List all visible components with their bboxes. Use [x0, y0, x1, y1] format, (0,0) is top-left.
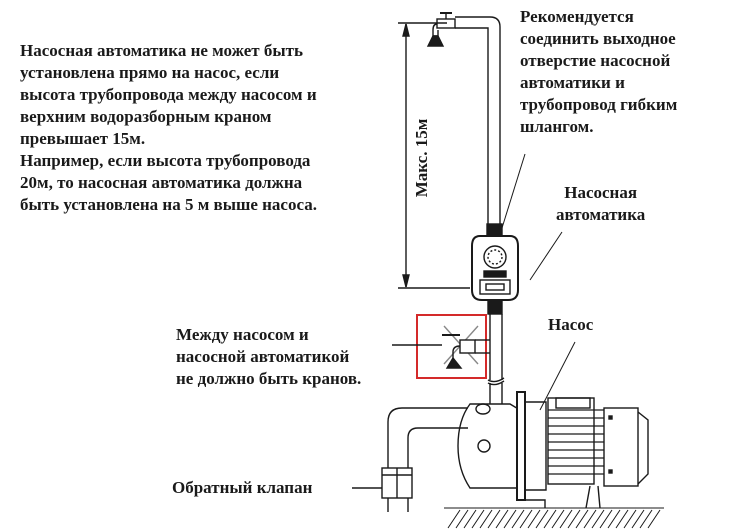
recommendation-line: соединить выходное [520, 29, 676, 48]
pump-riser [487, 314, 505, 404]
main-note: Насосная автоматика не может быть устано… [20, 40, 317, 216]
crossed-faucet-icon [392, 314, 490, 379]
no-taps-line: насосной автоматикой [176, 347, 350, 366]
main-note-line: быть установлена на 5 м выше насоса. [20, 195, 317, 214]
main-note-line: установлена прямо на насос, если [20, 63, 280, 82]
max-height-label-box: Макс. 15м [410, 30, 434, 285]
pump-label: Насос [548, 315, 594, 334]
pump-controller [471, 235, 519, 315]
pump-icon [457, 391, 649, 509]
controller-leader [529, 231, 563, 281]
check-valve-label: Обратный клапан [172, 478, 313, 497]
pressure-gauge-icon [483, 245, 507, 269]
recommendation-line: Рекомендуется [520, 7, 634, 26]
recommendation-line: отверстие насосной [520, 51, 671, 70]
main-note-line: 20м, то насосная автоматика должна [20, 173, 303, 192]
controller-label-line: автоматика [556, 205, 646, 224]
max-height-label: Макс. 15м [412, 118, 431, 197]
leader-lines [501, 153, 576, 411]
main-note-line: высота трубопровода между насосом и [20, 85, 317, 104]
controller-label: Насосная автоматика [556, 182, 645, 226]
main-note-line: Насосная автоматика не может быть [20, 41, 303, 60]
recommendation-line: шлангом. [520, 117, 594, 136]
suction-pipe [352, 407, 468, 512]
ground-hatching [444, 507, 664, 529]
height-dimension [398, 22, 470, 289]
controller-label-line: Насосная [564, 183, 638, 202]
recommendation-line: автоматики и [520, 73, 625, 92]
recommendation-note: Рекомендуется соединить выходное отверст… [520, 6, 677, 138]
discharge-pipe [455, 16, 503, 236]
main-note-line: превышает 15м. [20, 129, 146, 148]
recommendation-leader [501, 153, 526, 229]
no-taps-line: не должно быть кранов. [176, 369, 362, 388]
pump-leader [539, 341, 576, 411]
main-note-line: верхним водоразборным краном [20, 107, 272, 126]
recommendation-line: трубопровод гибким [520, 95, 678, 114]
main-note-line: Например, если высота трубопровода [20, 151, 311, 170]
no-taps-note: Между насосом и насосной автоматикой не … [176, 324, 361, 390]
no-taps-line: Между насосом и [176, 325, 309, 344]
